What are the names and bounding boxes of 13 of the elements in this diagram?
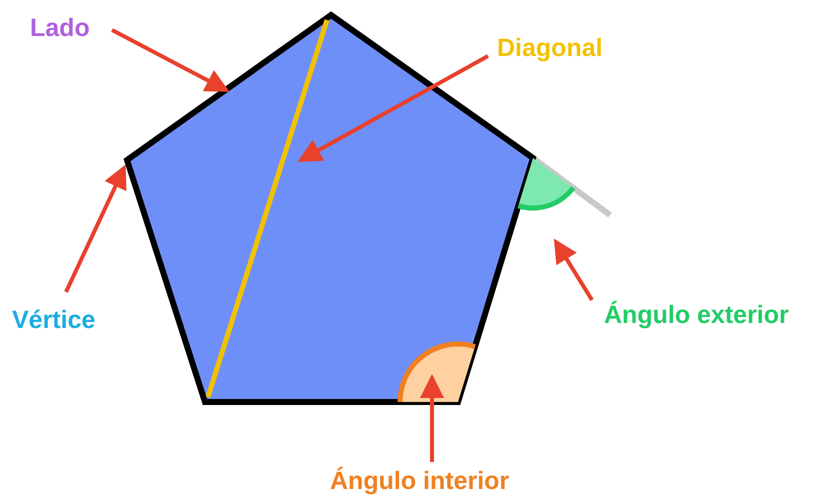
part-label: Diagonal [497, 33, 603, 63]
leader-arrow [554, 238, 594, 302]
diagonal-line [206, 19, 330, 398]
part-label: Ángulo interior [330, 466, 510, 496]
part-label: Lado [30, 13, 90, 43]
leader-arrow [420, 374, 444, 462]
leader-arrow [111, 28, 230, 92]
exterior-angle-sector [518, 158, 576, 210]
leader-arrow [298, 54, 489, 162]
part-label: Vértice [12, 305, 96, 335]
part-label: Ángulo exterior [604, 300, 789, 330]
interior-angle-sector [398, 342, 476, 402]
leader-arrow [64, 164, 126, 293]
